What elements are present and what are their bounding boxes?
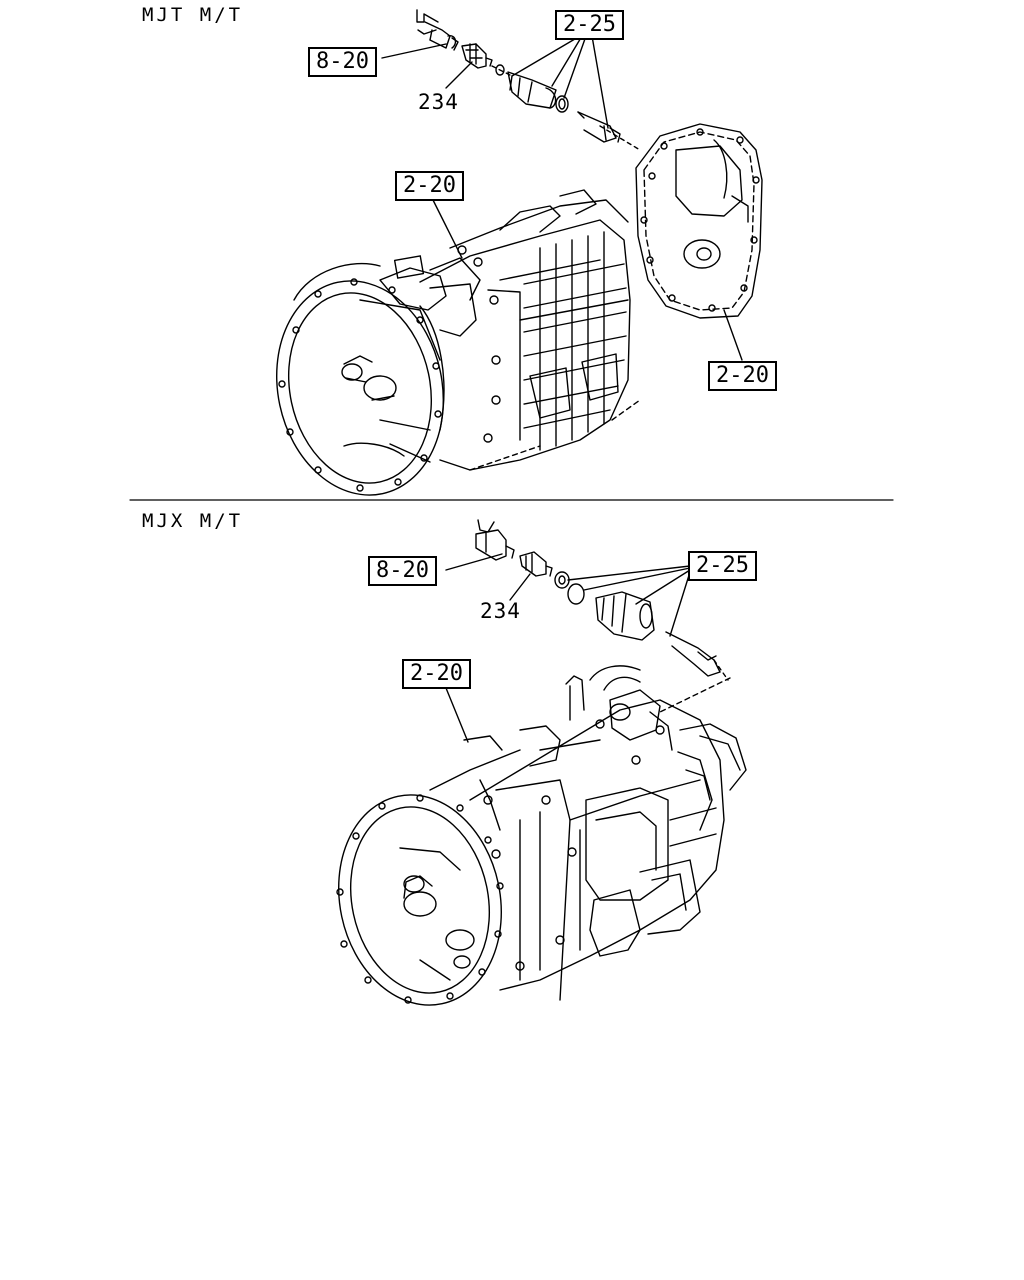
mjt-leader-2-20-cover bbox=[723, 309, 743, 361]
section-title-mjt: MJT M/T bbox=[142, 4, 244, 26]
ref-2-20-cover-mjt[interactable]: 2-20 bbox=[708, 361, 777, 391]
mjt-sleeve-parts bbox=[495, 64, 621, 143]
mjx-leader-8-20 bbox=[445, 553, 503, 571]
mjt-leader-2-25-d bbox=[591, 35, 609, 129]
mjt-leader-2-25-b bbox=[551, 35, 583, 87]
mjt-leader-2-25-a bbox=[511, 35, 581, 77]
ref-8-20-mjt[interactable]: 8-20 bbox=[308, 47, 377, 77]
ref-2-25-mjt[interactable]: 2-25 bbox=[555, 10, 624, 40]
mjx-connector-axis bbox=[659, 677, 731, 713]
mjx-leader-2-25-c bbox=[635, 569, 691, 605]
part-234-mjt: 234 bbox=[418, 90, 459, 114]
mjx-harness-connector bbox=[475, 519, 515, 561]
mjx-leader-234 bbox=[509, 573, 531, 601]
mjt-assembly-axis bbox=[491, 65, 641, 151]
ref-2-20-main-mjx[interactable]: 2-20 bbox=[402, 659, 471, 689]
mjx-leader-2-25-b bbox=[583, 567, 691, 591]
mjx-leader-2-25-d bbox=[669, 571, 691, 637]
section-title-mjx: MJX M/T bbox=[142, 510, 244, 532]
ref-2-25-mjx[interactable]: 2-25 bbox=[688, 551, 757, 581]
mjt-section-illustration bbox=[276, 9, 763, 496]
mjt-leader-8-20 bbox=[381, 43, 447, 59]
mjt-transmission-body bbox=[276, 189, 641, 496]
mjt-speed-sensor bbox=[461, 43, 493, 69]
mjt-leader-2-20-main bbox=[431, 197, 463, 259]
mjx-leader-2-25-a bbox=[567, 565, 691, 581]
mjx-leader-2-20-main bbox=[445, 687, 469, 743]
part-234-mjx: 234 bbox=[480, 599, 521, 623]
mjx-transmission-body bbox=[336, 665, 747, 1006]
mjt-leader-2-25-c bbox=[563, 35, 587, 99]
mjx-section-illustration bbox=[336, 519, 747, 1006]
mjt-harness-connector bbox=[416, 9, 459, 51]
mjx-speed-sensor bbox=[519, 551, 553, 577]
ref-8-20-mjx[interactable]: 8-20 bbox=[368, 556, 437, 586]
mjt-leader-234 bbox=[445, 61, 473, 89]
mjx-sleeve-parts bbox=[554, 571, 729, 681]
ref-2-20-main-mjt[interactable]: 2-20 bbox=[395, 171, 464, 201]
mjt-rear-cover bbox=[635, 123, 763, 319]
